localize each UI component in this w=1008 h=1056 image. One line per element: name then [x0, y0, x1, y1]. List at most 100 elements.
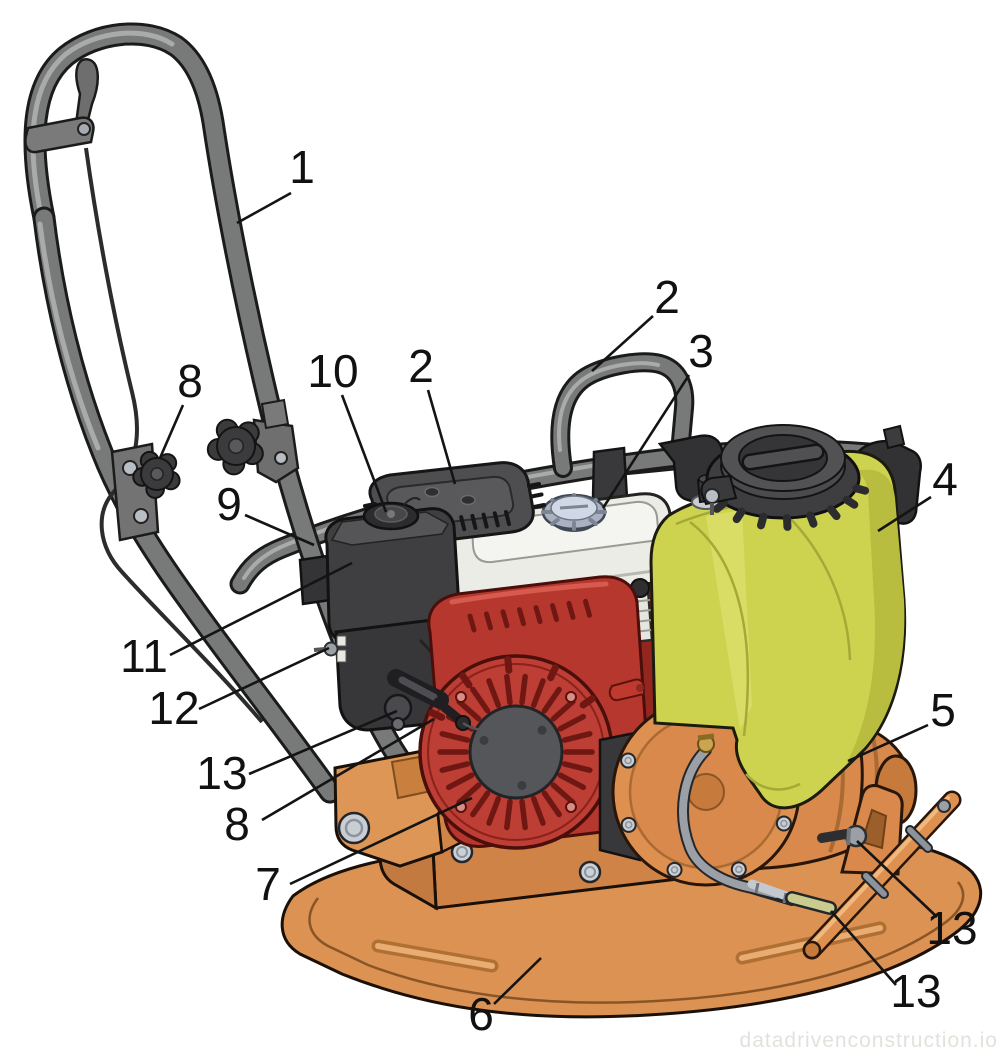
- callout-label: 12: [148, 682, 199, 734]
- oil-filler-cap[interactable]: [362, 501, 420, 531]
- watermark: datadrivenconstruction.io: [740, 1029, 998, 1052]
- shroud-slot: [484, 611, 493, 631]
- callout-label: 10: [307, 345, 358, 397]
- flange-bolt: [775, 815, 792, 832]
- lifting-handle: [550, 352, 695, 478]
- callout-leader: [261, 717, 435, 822]
- water-hose: [677, 733, 868, 915]
- callout-leader: [830, 910, 897, 986]
- callout-leader: [236, 191, 292, 225]
- deck-bolt: [578, 860, 602, 884]
- bracket-hole: [860, 808, 888, 850]
- tick: [445, 772, 475, 791]
- tick: [504, 673, 513, 706]
- cover-slot: [504, 510, 511, 526]
- bar-clamp: [907, 827, 931, 851]
- filter-side-box: [298, 554, 332, 606]
- pivot-bolt: [337, 811, 371, 845]
- cover-slot: [481, 512, 489, 529]
- cover-slot: [492, 511, 500, 528]
- cover-hole: [424, 486, 440, 498]
- tank-shading: [846, 469, 905, 764]
- callout-leader: [289, 796, 473, 886]
- flange-bolt-inner: [735, 865, 743, 874]
- hinge-tab: [260, 398, 290, 430]
- shroud-slot: [533, 605, 543, 625]
- hinge-bolt: [122, 460, 138, 476]
- callout-leader: [158, 404, 185, 459]
- plate-groove-hi: [375, 943, 495, 969]
- fuel-valve-lever[interactable]: [608, 678, 645, 702]
- tick: [504, 655, 513, 674]
- water-tank-cap[interactable]: [699, 424, 870, 531]
- cap-rib: [806, 511, 818, 528]
- locking-knob[interactable]: [206, 418, 264, 476]
- cap-rib: [852, 484, 870, 495]
- callout-label: 7: [255, 858, 281, 910]
- tick: [557, 772, 587, 791]
- flange-bolt-inner: [624, 756, 632, 765]
- hinge-bolt: [133, 508, 149, 524]
- tick: [541, 790, 562, 818]
- callout-label: 1: [289, 141, 315, 193]
- tick: [530, 678, 546, 708]
- callout-leader: [198, 646, 330, 711]
- sprinkler-bar-assembly: [802, 784, 962, 960]
- tick: [519, 798, 528, 831]
- starter-grip[interactable]: [387, 669, 487, 732]
- tick: [530, 796, 546, 826]
- hose-fitting: [844, 824, 868, 848]
- callout-leader: [601, 374, 691, 509]
- shroud-slot: [500, 609, 510, 629]
- hub-bolt: [479, 735, 489, 745]
- locking-knob[interactable]: [132, 450, 181, 499]
- callout-label: 13: [890, 965, 941, 1017]
- recoil-hub: [468, 704, 564, 800]
- tick: [550, 698, 576, 722]
- callout-label: 13: [926, 902, 977, 954]
- throttle-cable: [84, 147, 264, 724]
- callout-label: 11: [120, 630, 168, 682]
- callout-label: 13: [196, 747, 247, 799]
- cover-slot: [470, 513, 478, 530]
- flange-bolt-inner: [670, 866, 679, 874]
- flange-bolt: [666, 861, 683, 878]
- callout-label: 8: [177, 355, 203, 407]
- callout-leader: [493, 957, 542, 1005]
- cap-rib: [732, 507, 746, 524]
- sprinkler-bar: [805, 793, 959, 957]
- shroud-slot: [517, 607, 526, 627]
- callout-leader: [340, 394, 388, 513]
- callout-label: 8: [224, 798, 250, 850]
- cover-slot: [529, 492, 544, 499]
- flange-bolt-inner: [624, 821, 633, 829]
- tick: [439, 731, 471, 743]
- tick: [439, 761, 471, 773]
- tick: [519, 673, 528, 706]
- callout-leader: [426, 389, 457, 485]
- recoil-starter: [418, 654, 614, 850]
- label-tag: [336, 649, 347, 663]
- cap-rib: [826, 505, 841, 521]
- tick: [561, 761, 593, 773]
- tick: [557, 713, 587, 732]
- cap-rib: [712, 499, 728, 513]
- throttle-lever[interactable]: [24, 58, 99, 154]
- flange-bolt-inner: [780, 819, 788, 828]
- hose-clear-end: [787, 893, 835, 913]
- tick: [486, 796, 502, 826]
- tick: [456, 782, 482, 806]
- cover-slot: [363, 502, 377, 508]
- flange-bolt: [620, 816, 637, 833]
- flange-bolt: [730, 861, 747, 878]
- callout-leader: [856, 840, 938, 918]
- callout-label: 2: [408, 340, 434, 392]
- shroud-slot: [566, 600, 576, 620]
- tick: [470, 686, 491, 714]
- shroud-slot: [583, 598, 592, 618]
- tick: [456, 698, 482, 722]
- callout-leader: [591, 315, 654, 372]
- fuel-cap[interactable]: [541, 493, 607, 532]
- knob-center: [228, 438, 244, 454]
